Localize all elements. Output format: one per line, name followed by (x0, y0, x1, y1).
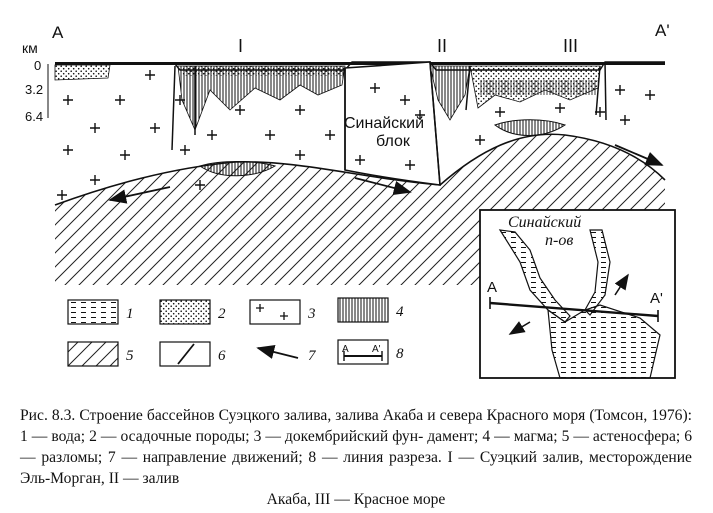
basement-cross-mark (175, 95, 185, 105)
legend-item-water: 1 (67, 299, 134, 325)
legend-8-a: A (342, 344, 349, 355)
movement-arrow-3 (614, 144, 664, 166)
legend-num-5: 5 (126, 348, 134, 364)
movement-arrow-2 (354, 177, 412, 195)
movement-arrow-1 (108, 186, 171, 204)
basement-cross-mark (415, 110, 425, 120)
basement-cross-mark (63, 145, 73, 155)
legend-item-fault: 6 (159, 341, 226, 367)
basement-cross-mark (615, 85, 625, 95)
figure-8-3: A A' км 0 3.2 6.4 I II III Синайский бло… (22, 21, 676, 379)
basement-cross-mark (620, 115, 630, 125)
caption-line-4: 8 — линия разреза. I — Суэцкий залив, ме… (20, 449, 692, 487)
figure-caption: Рис. 8.3. Строение бассейнов Суэцкого за… (20, 405, 692, 510)
basement-cross-mark (355, 155, 365, 165)
legend-item-magma: 4 (337, 297, 404, 323)
legend-num-3: 3 (307, 306, 316, 322)
basement-cross-mark (325, 130, 335, 140)
legend-num-2: 2 (218, 306, 226, 322)
legend-item-section-line: A A' 8 (337, 339, 404, 365)
basement-cross-mark (475, 135, 485, 145)
basement-cross-mark (235, 105, 245, 115)
basement-cross-mark (295, 105, 305, 115)
depth-tick-2: 6.4 (25, 109, 43, 124)
basin-i-fill (177, 65, 346, 132)
legend-num-1: 1 (126, 306, 134, 322)
basement-cross-mark (645, 90, 655, 100)
basin-label-i: I (238, 36, 243, 56)
inset-red-sea (547, 304, 661, 379)
inset-label-2: п-ов (545, 232, 573, 249)
basement-cross-mark (120, 150, 130, 160)
basement-cross-mark (150, 123, 160, 133)
legend-item-sediment: 2 (159, 299, 226, 325)
section-end-right: A' (655, 21, 670, 40)
basement-cross-mark (370, 83, 380, 93)
basin-label-ii: II (437, 36, 447, 56)
legend-item-basement: 3 (249, 299, 316, 325)
surface-band (55, 62, 665, 65)
inset-gulf-suez (498, 229, 571, 323)
legend-item-movement: 7 (256, 344, 317, 364)
inset-map: Синайский п-ов A A' (479, 209, 676, 379)
legend-item-asthenosphere: 5 (67, 341, 134, 367)
inset-end-left: A (487, 279, 497, 296)
faults (171, 61, 607, 186)
basement-cross-mark (90, 123, 100, 133)
caption-line-2: моря (Томсон, 1976): 1 — вода; 2 — осадо… (20, 407, 692, 445)
inset-section-line (489, 301, 659, 318)
basin-i-sed (182, 66, 345, 76)
magma-lens-1 (198, 161, 277, 177)
basement-cross-mark (207, 130, 217, 140)
legend-8-a2: A' (372, 344, 381, 355)
basement-cross-mark (115, 95, 125, 105)
block-label-2: блок (376, 133, 411, 150)
inset-arrow-2 (614, 273, 629, 296)
sediment-left (54, 64, 111, 81)
caption-line-3: дамент; 4 — магма; 5 — астеносфера; 6 — … (20, 428, 692, 466)
basement-cross-mark (265, 130, 275, 140)
caption-line-5: Акаба, III — Красное море (266, 491, 446, 508)
legend-num-4: 4 (396, 304, 404, 320)
basement-cross-mark (180, 145, 190, 155)
caption-line-1: Рис. 8.3. Строение бассейнов Суэцкого за… (20, 407, 549, 424)
basement-cross-mark (405, 160, 415, 170)
section-end-left: A (52, 23, 64, 42)
basement-cross-mark (595, 107, 605, 117)
basement-cross-mark (495, 107, 505, 117)
basement-cross-mark (57, 190, 67, 200)
inset-label-1: Синайский (508, 214, 581, 231)
cross-section: A A' км 0 3.2 6.4 I II III Синайский бло… (22, 21, 670, 285)
inset-arrow-1 (508, 321, 531, 335)
block-label-1: Синайский (344, 115, 424, 132)
legend-num-6: 6 (218, 348, 226, 364)
depth-tick-0: 0 (34, 58, 41, 73)
basin-ii-fill (429, 65, 471, 121)
legend: 1 2 3 4 5 6 7 (67, 297, 404, 367)
basement-cross-mark (400, 95, 410, 105)
magma-lens-2 (493, 119, 567, 136)
depth-unit: км (22, 40, 38, 56)
basement-crosses (57, 70, 655, 200)
basement-cross-mark (295, 150, 305, 160)
depth-tick-1: 3.2 (25, 82, 43, 97)
legend-num-7: 7 (308, 348, 317, 364)
basin-label-iii: III (563, 36, 578, 56)
basin-iii-lines (480, 80, 598, 95)
basement-cross-mark (555, 103, 565, 113)
legend-num-8: 8 (396, 346, 404, 362)
basement-cross-mark (195, 180, 205, 190)
basement-cross-mark (90, 175, 100, 185)
basement-cross-mark (145, 70, 155, 80)
basement-cross-mark (63, 95, 73, 105)
inset-end-right: A' (650, 290, 663, 307)
